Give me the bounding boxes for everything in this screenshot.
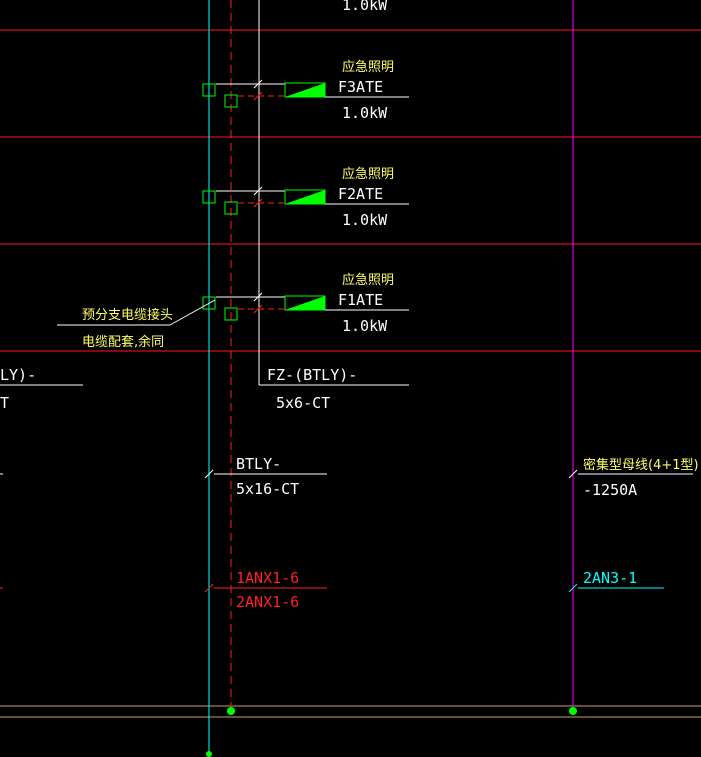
busway-feeder-label: 2AN3-1	[583, 569, 637, 587]
branch-rating-label: 1.0kW	[342, 211, 388, 229]
cable-joint-box	[202, 296, 216, 310]
feeder-tick	[568, 583, 578, 593]
busway-tick	[568, 469, 578, 479]
branch-f1: 应急照明 F1ATE 1.0kW	[202, 272, 409, 335]
main-cable-line2: 5x16-CT	[236, 480, 299, 498]
cable-joint-box	[202, 83, 216, 97]
tick-mark	[253, 79, 263, 89]
spare-joint-box	[224, 201, 238, 215]
branch-panel-label: F1ATE	[338, 291, 383, 309]
riser-end-node	[206, 751, 212, 757]
tick-mark	[253, 91, 263, 101]
floor-lines	[0, 29, 701, 352]
joint-note-leader	[169, 299, 216, 326]
tick-mark	[253, 292, 263, 302]
branch-cable-line1: FZ-(BTLY)-	[267, 366, 357, 384]
tick-mark	[253, 304, 263, 314]
branch-f2: 应急照明 F2ATE 1.0kW	[202, 166, 409, 229]
busway-node	[569, 707, 577, 715]
left-cable-line1: LY)-	[0, 366, 36, 384]
spare-cable-line2: 2ANX1-6	[236, 593, 299, 611]
joint-note-line2: 电缆配套,余同	[82, 334, 164, 350]
left-cable-line2: T	[0, 394, 9, 412]
branch-panel-label: F2ATE	[338, 185, 383, 203]
top-rating-label: 1.0kW	[342, 0, 388, 14]
riser-node	[227, 707, 235, 715]
spare-joint-box	[224, 94, 238, 108]
branch-cable-line2: 5x6-CT	[276, 394, 330, 412]
branch-name-cn: 应急照明	[342, 272, 394, 288]
panel-fill	[285, 190, 325, 204]
spare-cable-tick	[204, 583, 214, 593]
branch-rating-label: 1.0kW	[342, 317, 388, 335]
tick-mark	[253, 198, 263, 208]
panel-fill	[285, 83, 325, 97]
joint-note-line1: 预分支电缆接头	[82, 307, 173, 323]
busway-type-label: 密集型母线(4+1型)	[583, 457, 699, 473]
branch-rating-label: 1.0kW	[342, 104, 388, 122]
spare-cable-line1: 1ANX1-6	[236, 569, 299, 587]
busway-rating-label: -1250A	[583, 481, 637, 499]
cable-joint-box	[202, 190, 216, 204]
spare-joint-box	[224, 307, 238, 321]
branch-f3: 应急照明 F3ATE 1.0kW	[202, 59, 409, 122]
tick-mark	[253, 186, 263, 196]
branch-name-cn: 应急照明	[342, 166, 394, 182]
panel-fill	[285, 296, 325, 310]
ground-lines	[0, 705, 701, 718]
main-cable-line1: BTLY-	[236, 455, 281, 473]
branch-name-cn: 应急照明	[342, 59, 394, 75]
branch-panel-label: F3ATE	[338, 78, 383, 96]
main-cable-tick	[204, 469, 214, 479]
